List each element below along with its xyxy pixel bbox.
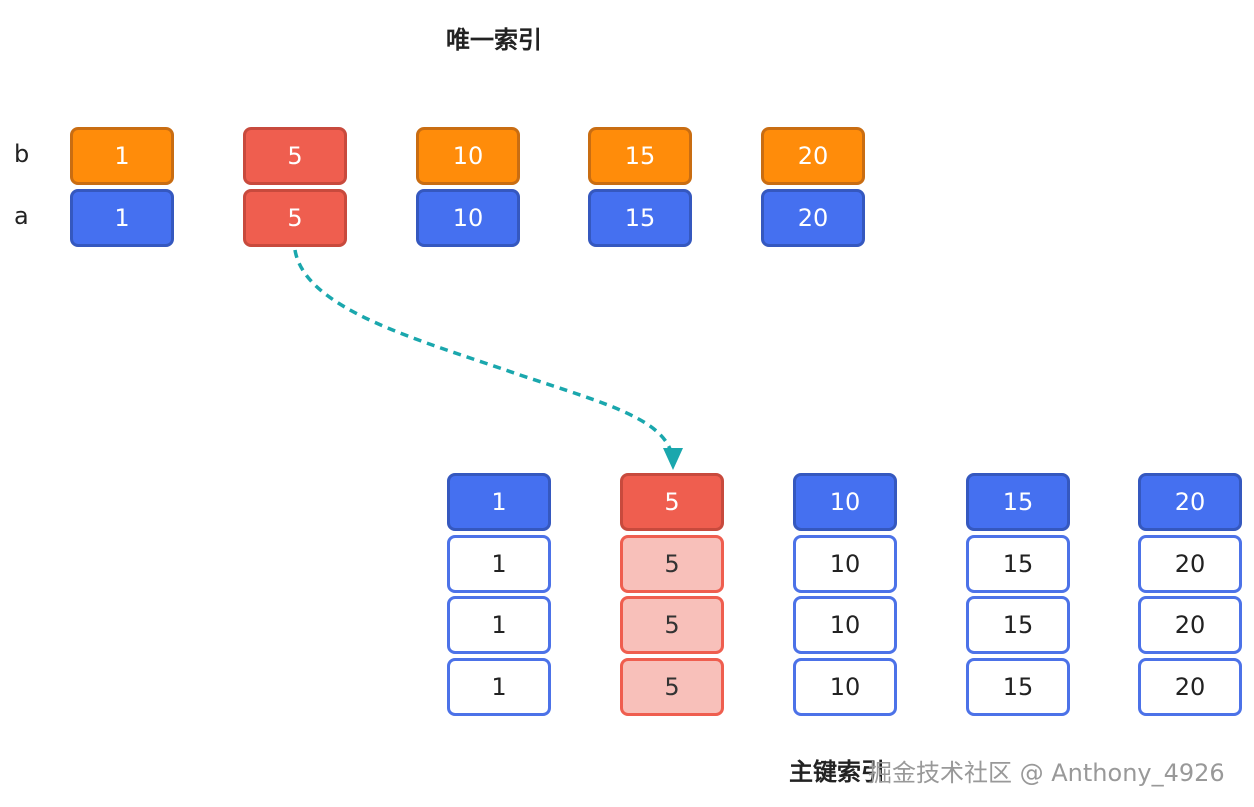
unique-index-title: 唯一索引 (446, 26, 542, 54)
primary-index-row-cell: 20 (1138, 535, 1242, 593)
primary-index-row-cell-highlighted: 5 (620, 535, 724, 593)
primary-index-key-cell: 10 (793, 473, 897, 531)
unique-index-a-cell: 20 (761, 189, 865, 247)
unique-index-a-cell-highlighted: 5 (243, 189, 347, 247)
lookup-arrow-path (293, 249, 675, 461)
unique-index-b-cell: 15 (588, 127, 692, 185)
primary-index-key-cell: 20 (1138, 473, 1242, 531)
primary-index-row-cell: 1 (447, 658, 551, 716)
primary-index-row-cell: 20 (1138, 596, 1242, 654)
unique-index-a-cell: 1 (70, 189, 174, 247)
unique-index-b-cell: 10 (416, 127, 520, 185)
primary-index-key-cell-highlighted: 5 (620, 473, 724, 531)
primary-index-row-cell: 10 (793, 535, 897, 593)
watermark-text: 掘金技术社区 @ Anthony_4926 (868, 759, 1225, 787)
primary-index-key-cell: 15 (966, 473, 1070, 531)
primary-index-row-cell: 10 (793, 596, 897, 654)
primary-index-row-cell: 15 (966, 535, 1070, 593)
primary-index-row-cell-highlighted: 5 (620, 658, 724, 716)
lookup-arrowhead (663, 448, 683, 470)
primary-index-title: 主键索引 (789, 758, 885, 786)
primary-index-row-cell-highlighted: 5 (620, 596, 724, 654)
primary-index-row-cell: 15 (966, 658, 1070, 716)
row-label-a: a (14, 202, 29, 230)
unique-index-b-cell: 1 (70, 127, 174, 185)
unique-index-a-cell: 15 (588, 189, 692, 247)
primary-index-row-cell: 20 (1138, 658, 1242, 716)
unique-index-b-cell: 20 (761, 127, 865, 185)
primary-index-key-cell: 1 (447, 473, 551, 531)
unique-index-a-cell: 10 (416, 189, 520, 247)
primary-index-row-cell: 10 (793, 658, 897, 716)
primary-index-row-cell: 15 (966, 596, 1070, 654)
primary-index-row-cell: 1 (447, 535, 551, 593)
row-label-b: b (14, 140, 30, 168)
unique-index-b-cell-highlighted: 5 (243, 127, 347, 185)
primary-index-row-cell: 1 (447, 596, 551, 654)
